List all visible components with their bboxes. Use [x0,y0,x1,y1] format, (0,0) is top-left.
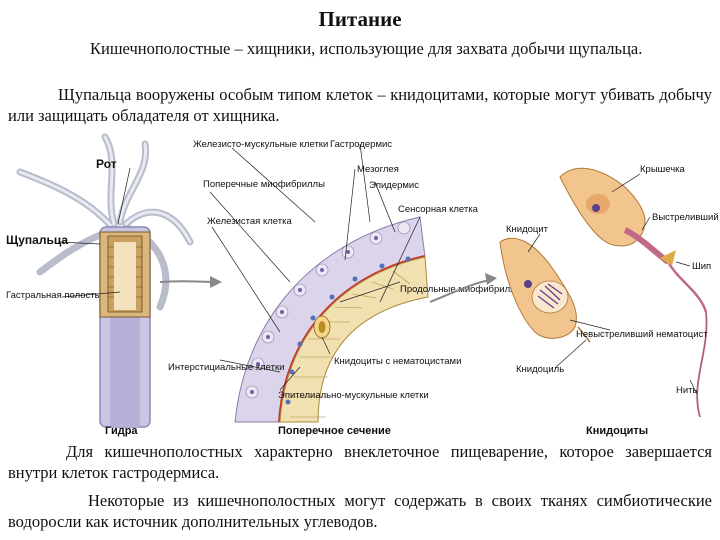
cnidocytes-illustration: Крышечка Книдоцит Выстреливший нематоцис… [499,164,720,437]
label-lid: Крышечка [640,164,686,175]
label-gastrodermis: Гастродермис [330,139,392,150]
label-sensory-cell: Сенсорная клетка [398,204,479,215]
caption-hydra: Гидра [105,425,138,437]
label-epidermis: Эпидермис [369,180,419,191]
label-interstitial-cells: Интерстициальные клетки [168,362,284,373]
paragraph-symbionts: Некоторые из кишечнополостных могут соде… [8,491,712,531]
label-tentacles: Щупальца [6,233,68,247]
caption-section: Поперечное сечение [278,425,391,437]
label-cnidocil: Книдоциль [516,364,564,375]
label-mouth: Рот [96,157,117,171]
paragraph-cnidocytes: Щупальца вооружены особым типом клеток –… [8,85,712,125]
label-cnidocytes-with-nematocysts: Книдоциты с нематоцистами [334,356,461,367]
biology-figure: Рот Щупальца Гастральная полость Гидра [6,133,720,437]
paragraph-predators: Кишечнополостные – хищники, использующие… [90,39,643,58]
label-thread: Нить [676,385,698,396]
label-mesoglea: Мезоглея [357,164,399,175]
hydra-illustration: Рот Щупальца Гастральная полость Гидра [6,133,194,437]
label-discharged-nematocyst: Выстреливший нематоцист [652,212,720,223]
cross-section-illustration: Железисто-мускульные клетки Гастродермис… [168,139,523,437]
label-epithelial-muscle-cells: Эпителиально-мускульные клетки [278,390,429,401]
page-title: Питание [318,7,402,31]
label-glandular-muscle: Железисто-мускульные клетки [193,139,328,150]
label-gland-cell: Железистая клетка [207,216,292,227]
label-gastral-cavity-text: Гастральная полость [6,290,100,301]
label-undischarged-nematocyst: Невыстреливший нематоцист [576,329,708,340]
label-spike: Шип [692,261,711,272]
paragraph-digestion: Для кишечнополостных характерно внеклето… [8,442,712,482]
label-cnidocyte-top: Книдоцит [506,224,549,235]
caption-cnidocytes: Книдоциты [586,425,648,437]
label-transverse-myofibrils: Поперечные миофибриллы [203,179,325,190]
